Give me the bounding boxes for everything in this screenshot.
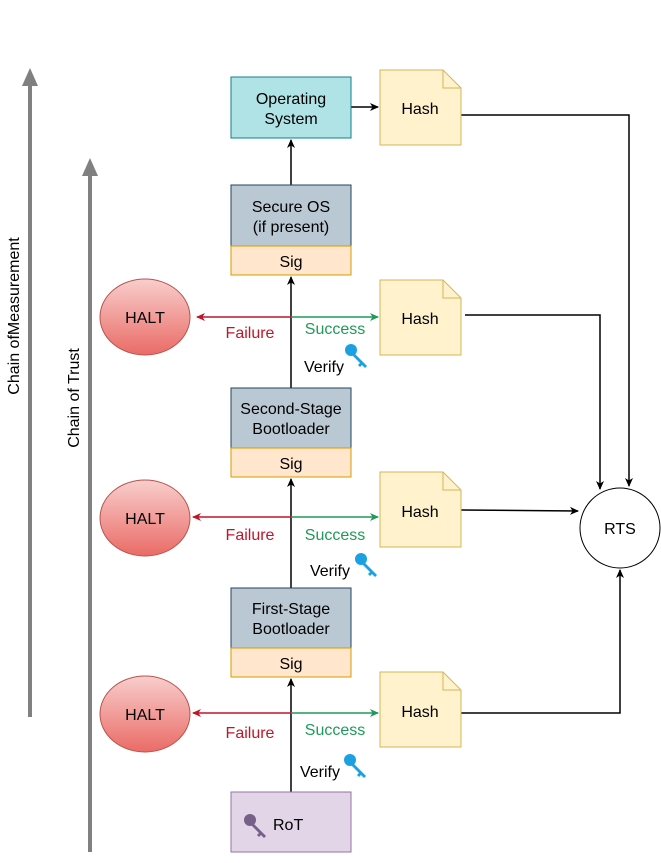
sig-box: [230, 447, 352, 478]
operating-system-block: Operating System: [230, 76, 352, 139]
first-stage-label-line1: First-Stage: [252, 601, 330, 618]
hash-rot: Hash: [379, 671, 462, 748]
second-stage-label-line2: Bootloader: [252, 421, 330, 438]
hash-label: Hash: [401, 101, 438, 118]
key-icon: [344, 754, 366, 778]
os-label-line1: Operating: [256, 91, 326, 108]
halt-circle: [99, 675, 191, 753]
success-label: Success: [305, 321, 365, 338]
verify-label: Verify: [310, 563, 350, 580]
hash-label: Hash: [401, 504, 438, 521]
branch-labels: Failure Success Verify Failure Success V…: [226, 321, 377, 781]
halt-nodes: HALT HALT HALT: [99, 278, 191, 753]
verify-label: Verify: [300, 764, 340, 781]
failure-label: Failure: [226, 725, 275, 742]
hash-label: Hash: [401, 704, 438, 721]
success-label: Success: [305, 527, 365, 544]
secure-os-label-line1: Secure OS: [252, 199, 330, 216]
hash-first-stage: Hash: [379, 471, 462, 548]
sig-label: Sig: [279, 656, 302, 673]
first-stage-label-line2: Bootloader: [252, 621, 330, 638]
sig-label: Sig: [279, 456, 302, 473]
hash-second-stage: Hash: [379, 279, 462, 356]
sig-box: [230, 647, 352, 678]
hash-os: Hash: [379, 69, 462, 146]
halt-label: HALT: [125, 707, 165, 724]
chain-of-trust-label: Chain of Trust: [66, 348, 83, 448]
rot-block: RoT: [230, 791, 352, 853]
key-icon: [355, 553, 377, 577]
key-icon: [345, 344, 367, 368]
sig-box: [230, 245, 352, 276]
hash-label: Hash: [401, 311, 438, 328]
chain-of-trust-axis: Chain of Trust: [66, 158, 98, 852]
halt-label: HALT: [125, 511, 165, 528]
secure-os-label-line2: (if present): [253, 219, 329, 236]
hash-documents: Hash Hash Hash Hash: [379, 69, 462, 748]
failure-label: Failure: [226, 325, 275, 342]
rot-label: RoT: [273, 817, 303, 834]
halt-circle: [99, 479, 191, 557]
secure-os-block: Secure OS (if present) Sig: [230, 184, 352, 276]
success-label: Success: [305, 722, 365, 739]
rts-node: RTS: [579, 487, 661, 569]
sig-label: Sig: [279, 254, 302, 271]
failure-label: Failure: [226, 527, 275, 544]
second-stage-label-line1: Second-Stage: [240, 401, 342, 418]
hash-to-rts-connectors: [287, 103, 633, 792]
os-label-line2: System: [264, 111, 317, 128]
verify-branches: [192, 313, 379, 717]
first-stage-bootloader-block: First-Stage Bootloader Sig: [230, 587, 352, 678]
halt-circle: [99, 278, 191, 356]
rts-label: RTS: [604, 521, 636, 538]
halt-label: HALT: [125, 310, 165, 327]
second-stage-bootloader-block: Second-Stage Bootloader Sig: [230, 387, 352, 478]
chain-of-measurement-label: Chain ofMeasurement: [6, 237, 23, 395]
chain-of-measurement-axis: Chain ofMeasurement: [6, 68, 38, 717]
verify-label: Verify: [304, 359, 344, 376]
